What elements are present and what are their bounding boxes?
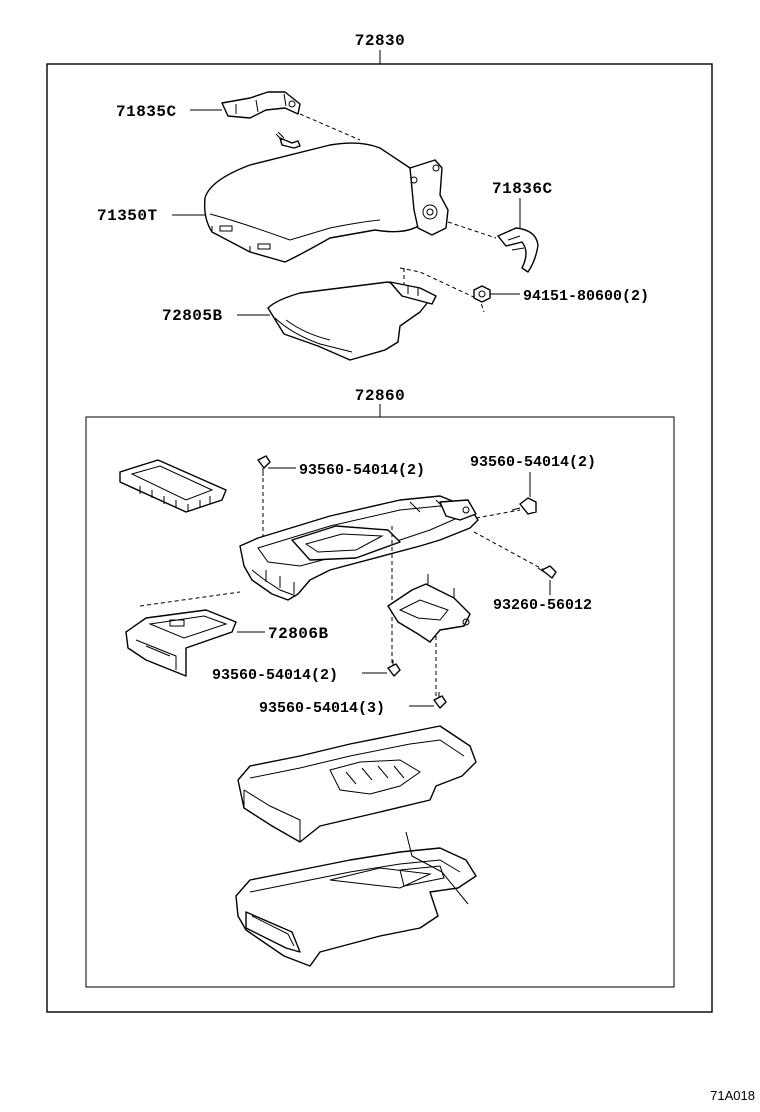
label-71836c: 71836C [492,180,553,198]
screw-93560-c [387,660,401,677]
alignment-line-3 [399,267,485,313]
alignment-line-2 [447,221,497,239]
armrest-lid-71350t [203,142,449,263]
label-71350t: 71350T [97,207,158,225]
front-pocket-72806b [125,609,237,677]
console-box-lower [235,831,477,967]
screw-93560-d [433,692,447,709]
screw-93260 [537,565,557,579]
label-93560-d: 93560-54014(3) [259,700,385,717]
screw-71835c [275,131,301,149]
label-72860: 72860 [355,387,406,405]
alignment-line-1 [299,113,361,141]
label-72830: 72830 [355,32,406,50]
label-93560-b: 93560-54014(2) [470,454,596,471]
label-72805b: 72805B [162,307,223,325]
console-box-frame [239,495,479,601]
alignment-line-10 [139,591,241,607]
screw-93560-b [511,497,537,515]
label-93560-c: 93560-54014(2) [212,667,338,684]
hinge-bracket-71835c [221,91,301,119]
label-94151: 94151-80600(2) [523,288,649,305]
label-93260: 93260-56012 [493,597,592,614]
label-93560-a: 93560-54014(2) [299,462,425,479]
mounting-bracket [387,574,471,643]
tray-insert [119,459,227,513]
figure-code: 71A018 [710,1088,755,1103]
hinge-cover-71836c [497,227,539,273]
label-71835c: 71835C [116,103,177,121]
nut-94151 [473,285,491,303]
alignment-line-7 [473,531,545,571]
screw-93560-a [257,455,271,476]
label-72806b: 72806B [268,625,329,643]
alignment-line-6 [475,509,521,519]
lid-inner-panel-72805b [267,281,437,361]
cushion-pad-upper [237,725,477,843]
